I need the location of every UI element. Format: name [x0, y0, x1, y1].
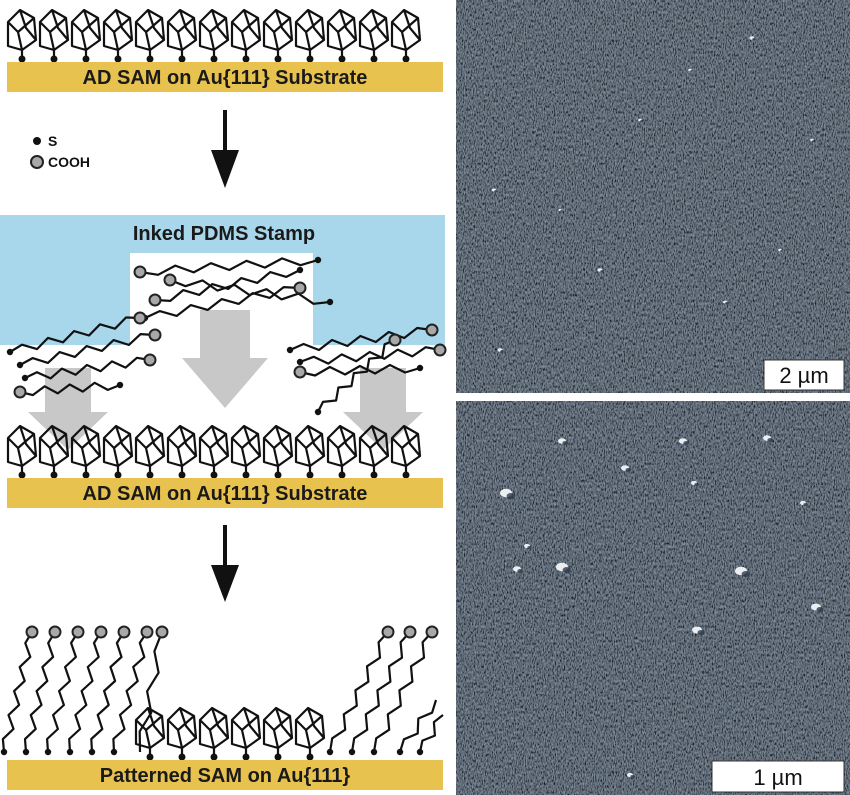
adamantane-unit — [134, 8, 166, 63]
adamantane-unit — [134, 706, 166, 761]
bottom-substrate-bar — [7, 760, 443, 790]
adamantane-unit — [294, 8, 326, 63]
adamantane-unit — [6, 424, 38, 479]
adamantane-unit — [166, 424, 198, 479]
adamantane-unit — [166, 8, 198, 63]
thiol-molecule — [314, 333, 402, 416]
adamantane-unit — [134, 424, 166, 479]
thiol-molecule — [293, 363, 424, 379]
adamantane-unit — [166, 706, 198, 761]
thiol-molecule — [0, 625, 39, 756]
pdms-stamp — [0, 215, 445, 345]
down-arrow-1-icon — [211, 110, 239, 188]
adamantane-unit — [198, 8, 230, 63]
bottom-substrate-label: Patterned SAM on Au{111} — [100, 765, 351, 787]
thiol-molecule — [16, 328, 162, 369]
adamantane-unit — [326, 424, 358, 479]
bottom-scale-label: 1 µm — [753, 765, 802, 790]
middle-adamantane-monolayer — [6, 424, 422, 479]
thiol-molecule — [148, 266, 304, 307]
adamantane-unit — [358, 424, 390, 479]
top-scale-box — [763, 359, 845, 391]
stamp-label: Inked PDMS Stamp — [133, 223, 315, 245]
thiol-molecule — [110, 625, 154, 756]
thiol-molecule — [88, 625, 131, 756]
adamantane-unit — [70, 8, 102, 63]
top-adamantane-monolayer — [6, 8, 422, 63]
adamantane-unit — [6, 8, 38, 63]
thiol-molecule — [286, 323, 439, 354]
adamantane-unit — [262, 424, 294, 479]
adamantane-unit — [294, 706, 326, 761]
stm-image-bottom: 1 µm — [456, 401, 850, 795]
thiol-molecule — [44, 625, 85, 756]
adamantane-unit — [230, 8, 262, 63]
thiol-molecule — [22, 625, 62, 756]
legend-s-label: S — [48, 133, 57, 149]
thiol-molecule — [21, 353, 157, 382]
adamantane-unit — [358, 8, 390, 63]
thiol-molecule — [138, 625, 169, 753]
top-scale-label: 2 µm — [779, 363, 828, 388]
transfer-arrow-center-icon — [182, 310, 268, 408]
adamantane-unit — [230, 424, 262, 479]
adamantane-unit — [294, 424, 326, 479]
thiol-molecule — [13, 381, 124, 399]
adamantane-unit — [262, 8, 294, 63]
top-substrate-bar — [7, 62, 443, 92]
thiol-molecule — [326, 625, 395, 756]
thiol-molecule — [133, 256, 322, 279]
middle-substrate-label: AD SAM on Au{111} Substrate — [83, 483, 368, 505]
stm-image-top: 2 µm — [456, 0, 850, 393]
adamantane-unit — [262, 706, 294, 761]
adamantane-unit — [326, 8, 358, 63]
adamantane-unit — [390, 424, 422, 479]
adamantane-unit — [230, 706, 262, 761]
inked-thiol-molecules — [6, 256, 447, 416]
bottom-scale-box — [711, 760, 845, 793]
patterned-monolayer — [0, 625, 444, 761]
thiol-molecule — [370, 625, 439, 756]
thiol-molecule — [6, 311, 147, 356]
legend-cooh-label: COOH — [48, 154, 90, 170]
adamantane-unit — [70, 424, 102, 479]
adamantane-unit — [198, 424, 230, 479]
legend-s-dot-icon — [33, 137, 41, 145]
thiol-molecule — [416, 714, 444, 756]
legend-cooh-circle-icon — [30, 155, 44, 169]
transfer-arrow-right-icon — [343, 368, 423, 450]
adamantane-unit — [102, 8, 134, 63]
adamantane-unit — [390, 8, 422, 63]
adamantane-unit — [38, 8, 70, 63]
thiol-molecule — [348, 625, 417, 756]
thiol-molecule — [396, 699, 438, 756]
thiol-molecule — [163, 273, 334, 306]
adamantane-unit — [102, 424, 134, 479]
thiol-molecule — [66, 625, 108, 756]
middle-substrate-bar — [7, 478, 443, 508]
top-substrate-label: AD SAM on Au{111} Substrate — [83, 67, 368, 89]
down-arrow-2-icon — [211, 525, 239, 602]
adamantane-unit — [198, 706, 230, 761]
thiol-molecule — [296, 343, 447, 366]
adamantane-unit — [38, 424, 70, 479]
